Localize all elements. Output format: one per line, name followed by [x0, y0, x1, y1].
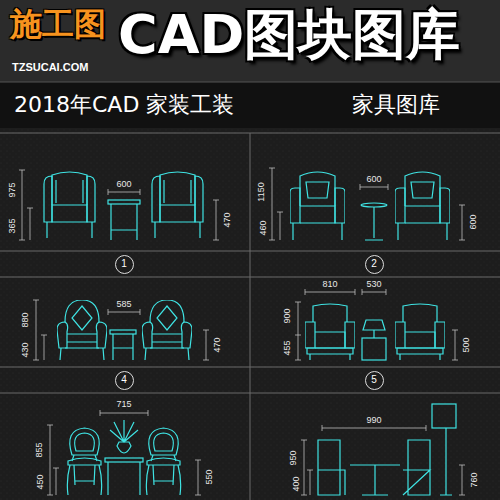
callout-number: 4: [121, 375, 127, 385]
dimension-value: 950: [289, 450, 298, 465]
dimension-value: 585: [116, 300, 131, 309]
dimension-value: 400: [292, 476, 301, 491]
dimension-value: 715: [116, 400, 131, 409]
callout-circle: 1: [115, 255, 134, 274]
subtitle: 2018年CAD 家装工装: [14, 94, 234, 116]
dimension-value: 900: [283, 308, 292, 323]
dimension-value: 880: [21, 312, 30, 327]
dimension-value: 600: [366, 175, 381, 184]
dimension-value: 760: [470, 472, 479, 487]
dimension-value: 855: [35, 442, 44, 457]
dimension-value: 470: [213, 337, 222, 352]
dimension-value: 975: [8, 182, 17, 197]
dimension-value: 500: [462, 337, 471, 352]
dimension-value: 455: [283, 340, 292, 355]
dimension-value: 1150: [257, 182, 266, 201]
callout-number: 2: [371, 259, 377, 269]
dimension-value: 430: [21, 342, 30, 357]
callout-number: 1: [121, 259, 127, 269]
dimension-value: 365: [8, 218, 17, 233]
panel-dividers: [0, 133, 500, 500]
dimension-value: 460: [259, 220, 268, 235]
callout-circle: 2: [365, 255, 384, 274]
callout-circle: 4: [115, 371, 134, 390]
dimension-value: 810: [322, 280, 337, 289]
callout-circle: 5: [365, 371, 384, 390]
callout-number: 5: [371, 375, 377, 385]
dimension-value: 530: [366, 280, 381, 289]
logo-text: 施工图: [10, 8, 106, 40]
furniture: [44, 172, 456, 495]
page-title: CAD图块图库: [118, 8, 460, 62]
dimension-value: 470: [223, 212, 232, 227]
dimension-value: 990: [366, 416, 381, 425]
subtitle: 家具图库: [352, 94, 440, 116]
dimension-value: 550: [205, 469, 214, 484]
site-url: TZSUCAI.COM: [12, 62, 88, 73]
dimension-lines: [19, 168, 465, 495]
header-band: [0, 0, 500, 128]
dimension-value: 600: [469, 214, 478, 229]
dimension-value: 600: [116, 180, 131, 189]
dimension-value: 450: [36, 474, 45, 489]
